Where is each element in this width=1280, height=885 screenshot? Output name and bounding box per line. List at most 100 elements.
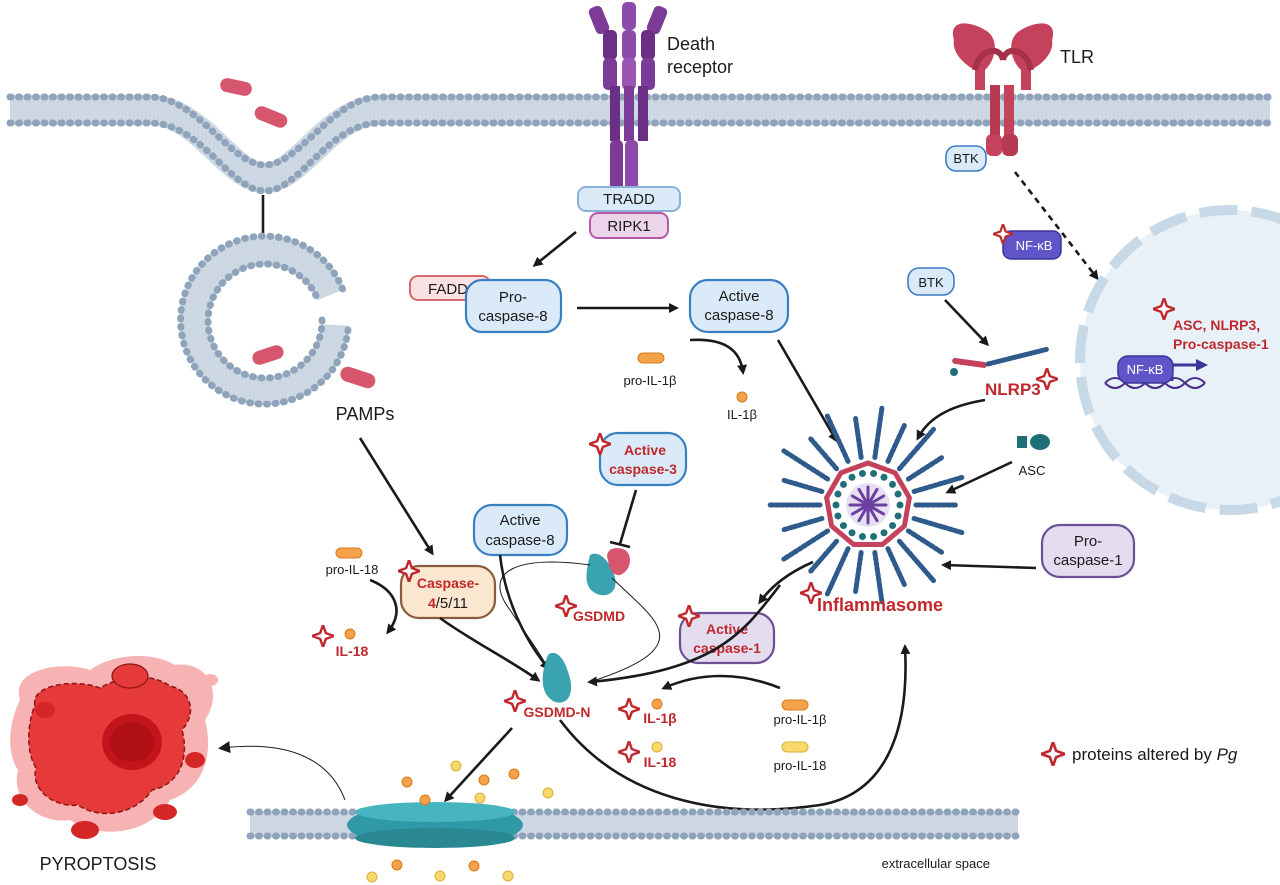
il18-left-icon: [344, 628, 356, 640]
btk-top-box: [945, 145, 987, 172]
nucleus: [1075, 205, 1280, 515]
asc-label: ASC: [1019, 463, 1046, 478]
arrow-inflammasome-caspase1: [758, 560, 814, 605]
pro-il1b-bottom-icon: [781, 699, 809, 711]
tradd-box: [577, 186, 681, 212]
active-caspase1-box: [678, 611, 776, 665]
arrow-nlrp3-inflammasome: [916, 398, 986, 441]
il1b-top-icon: [736, 391, 748, 403]
bacterium-top-1: [220, 78, 252, 96]
inhibit-caspase3-gsdmd: [618, 489, 638, 545]
il18-bottom-icon: [651, 741, 663, 753]
arrow-caspase4-gsdmdn: [439, 616, 541, 682]
active-caspase8-mid-label-1: Active: [500, 512, 541, 529]
pro-caspase8-label-1: Pro-: [499, 289, 527, 306]
il18-left-label: IL-18: [336, 643, 369, 659]
death-receptor-label: Death: [667, 34, 715, 54]
bacterium-endosome: [252, 345, 284, 365]
nlrp3-icon: [950, 346, 1051, 376]
il18-bottom-label: IL-18: [644, 754, 677, 770]
legend-label: proteins altered by Pg: [1072, 745, 1238, 764]
gsdmd-n-protein: [542, 652, 572, 703]
gsdmd-label: GSDMD: [573, 608, 625, 624]
legend-star-icon: [1041, 742, 1065, 766]
plasma-membrane: [6, 93, 1274, 195]
death-receptor-label-2: receptor: [667, 57, 733, 77]
pyroptotic-cell: [10, 655, 218, 839]
arrow-btk-nlrp3: [944, 299, 990, 347]
ripk1-box: [589, 212, 669, 239]
pamps-label: PAMPs: [336, 404, 395, 424]
nfkb-cyto-box: [1002, 230, 1062, 260]
pro-caspase8-label-2: caspase-8: [478, 308, 547, 325]
active-caspase8-top-box: [688, 278, 790, 334]
arrow-caspase8-il1b: [689, 338, 748, 375]
nucleus-red-label-1: ASC, NLRP3,: [1173, 317, 1260, 333]
active-caspase8-top-label-1: Active: [719, 288, 760, 305]
il1b-bottom-icon: [651, 698, 663, 710]
fadd-label: FADD: [428, 281, 468, 298]
gsdmd-pore: [347, 802, 523, 848]
pro-il18-left-label: pro-IL-18: [326, 562, 379, 577]
inflammasome-label: Inflammasome: [817, 595, 943, 615]
caspase4-label-2: 4/5/11: [428, 595, 468, 612]
arrow-pore-pyroptosis: [218, 741, 346, 801]
endosome: [177, 232, 352, 408]
pro-il1b-top-label: pro-IL-1β: [624, 373, 677, 388]
arrow-il18-left: [369, 578, 398, 635]
btk-mid-box: [907, 267, 955, 296]
active-caspase8-top-label-2: caspase-8: [704, 307, 773, 324]
tradd-label: TRADD: [603, 191, 655, 208]
nfkb-nucleus-label: NF-κB: [1127, 362, 1164, 377]
arrow-tlr-nucleus: [1013, 171, 1099, 281]
nucleus-red-label-2: Pro-caspase-1: [1173, 336, 1269, 352]
released-cytokines: [366, 760, 554, 883]
il1b-bottom-label: IL-1β: [643, 710, 677, 726]
pro-caspase8-box: [464, 278, 563, 334]
arrow-gsdmdn-inflammasome: [558, 644, 911, 811]
pro-il1b-bottom-label: pro-IL-1β: [774, 712, 827, 727]
arrow-pamps-caspase4: [358, 437, 434, 556]
asc-icon: [1017, 434, 1050, 450]
pro-il18-left-icon: [335, 547, 363, 559]
active-caspase3-box: [598, 431, 688, 487]
altered-star-icon: [618, 741, 640, 763]
inflammasome-complex: [765, 403, 967, 607]
btk-mid-label: BTK: [918, 275, 944, 290]
arrow-gsdmdn-pore: [443, 727, 513, 803]
nfkb-cyto-label: NF-κB: [1016, 238, 1053, 253]
active-caspase8-mid-label-2: caspase-8: [485, 532, 554, 549]
death-receptor: [588, 2, 668, 190]
gsdmd-protein: [586, 548, 631, 596]
ripk1-label: RIPK1: [607, 218, 650, 235]
extracellular-label: extracellular space: [882, 856, 990, 871]
gsdmd-n-label: GSDMD-N: [524, 704, 591, 720]
bacterium-top-2: [254, 106, 288, 128]
active-caspase3-label-2: caspase-3: [609, 461, 677, 477]
arrow-asc-inflammasome: [945, 460, 1013, 494]
active-caspase8-mid-box: [472, 503, 569, 557]
pyroptosis-label: PYROPTOSIS: [40, 854, 157, 874]
il1b-top-label: IL-1β: [727, 407, 757, 422]
btk-top-label: BTK: [953, 151, 979, 166]
arrow-caspase1-gsdmdn: [587, 584, 782, 687]
nfkb-nucleus-box: [1117, 355, 1174, 384]
arrow-caspase8mid-gsdmdn: [498, 554, 550, 671]
pro-il1b-top-icon: [637, 352, 665, 364]
path-caspase8-gsdmdn: [499, 561, 591, 671]
nlrp3-label: NLRP3: [985, 380, 1041, 399]
altered-star-icon: [312, 625, 334, 647]
pro-caspase1-label-2: caspase-1: [1053, 552, 1122, 569]
bacterium-free: [340, 366, 376, 389]
pro-caspase1-label-1: Pro-: [1074, 533, 1102, 550]
active-caspase3-label-1: Active: [624, 442, 666, 458]
tlr-label: TLR: [1060, 47, 1094, 67]
arrow-il1b-bottom: [661, 674, 781, 690]
caspase4-box: [399, 564, 497, 620]
altered-star-icon: [618, 698, 640, 720]
pro-il18-bottom-icon: [781, 741, 809, 753]
caspase4-label-red: Caspase-: [417, 575, 480, 591]
pro-caspase1-box: [1040, 523, 1136, 579]
arrow-procaspase1-inflammasome: [941, 560, 1037, 571]
